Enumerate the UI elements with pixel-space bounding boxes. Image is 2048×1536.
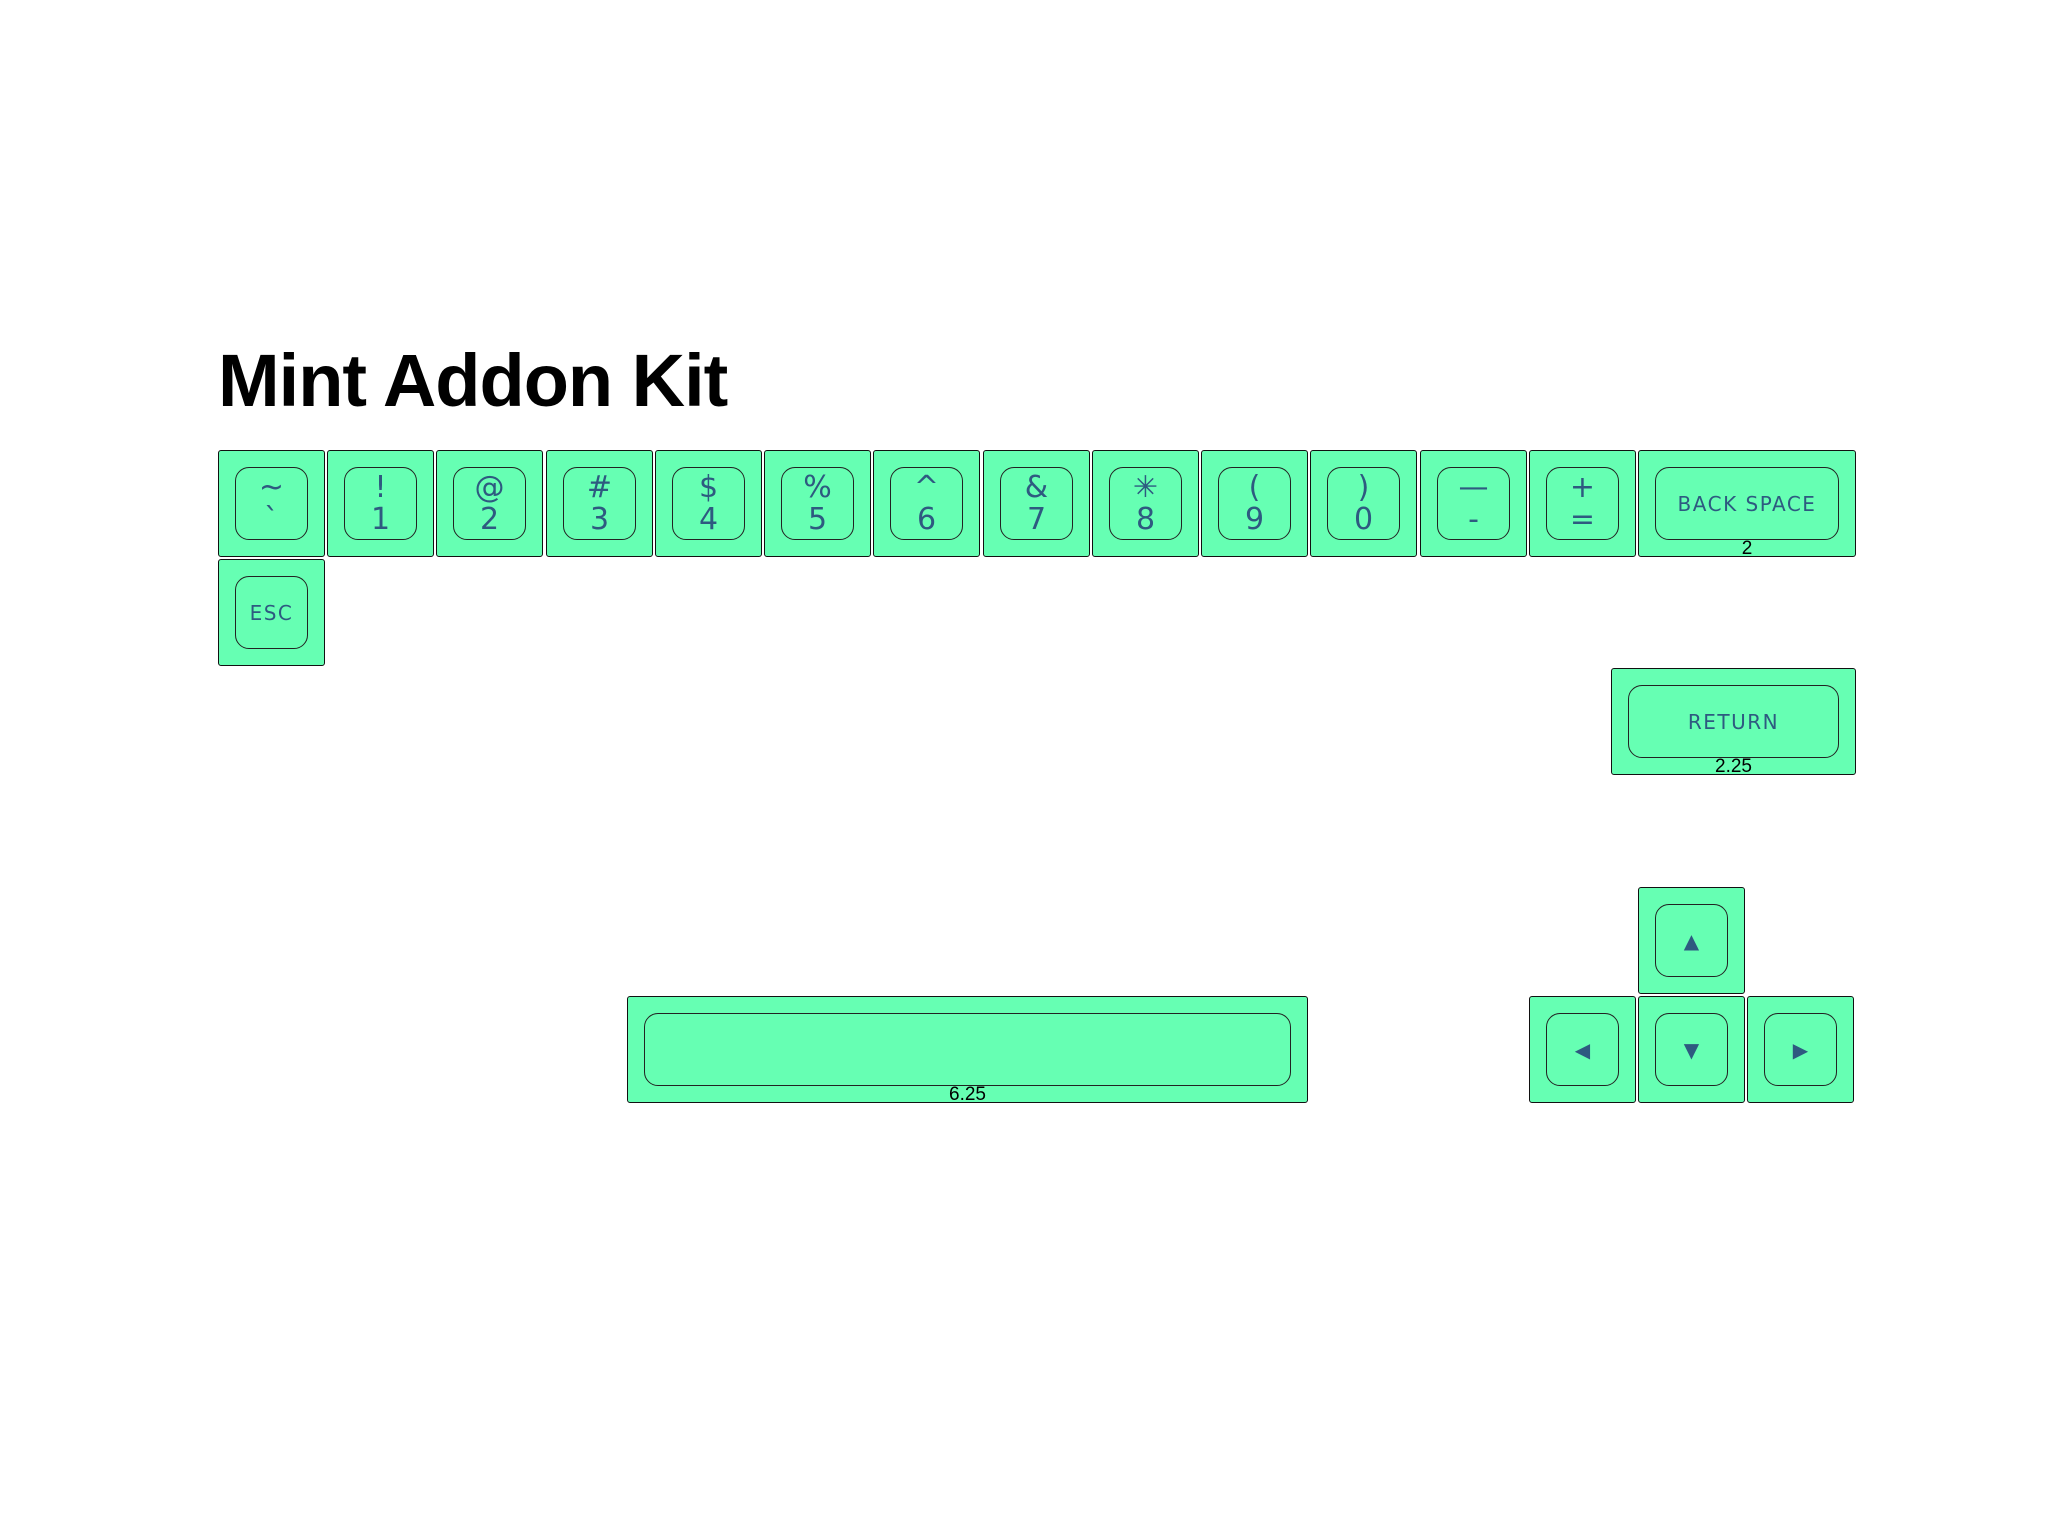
key-size-label: 2.25 [1715,756,1752,777]
keycap-face: ESC [235,576,308,649]
key-legend: ESC [249,600,294,625]
keycap-face: ~ ` [235,467,308,540]
keycap-face: & 7 [1000,467,1073,540]
keycap-face: ▼ [1655,1013,1728,1086]
keycap-face: $ 4 [672,467,745,540]
key-size-label: 2 [1741,538,1753,559]
keycap-face: ◀ [1546,1013,1619,1086]
key-legend-bottom: 7 [1026,501,1047,537]
key-6[interactable]: ^ 6 [873,450,980,557]
key-legend-top: — [1458,469,1489,505]
key-legend-top: $ [698,469,719,505]
arrow-down-icon: ▼ [1683,1037,1700,1062]
key-size-label: 6.25 [949,1084,986,1105]
key-legend: RETURN [1687,709,1780,734]
keycap-face: ▲ [1655,904,1728,977]
keycap-face: — - [1437,467,1510,540]
key-return[interactable]: RETURN 2.25 [1611,668,1856,777]
key-legend-bottom: 2 [479,501,500,537]
key-legend-bottom: 8 [1135,501,1156,537]
key-legend-top: ^ [913,469,940,505]
key-esc[interactable]: ESC [218,559,325,666]
key-minus[interactable]: — - [1420,450,1527,557]
key-legend-top: ) [1357,469,1370,505]
key-5[interactable]: % 5 [764,450,871,557]
key-1[interactable]: ! 1 [327,450,434,557]
key-legend-top: @ [474,469,505,505]
key-legend-bottom: 4 [698,501,719,537]
key-legend-top: ( [1248,469,1261,505]
key-9[interactable]: ( 9 [1201,450,1308,557]
keycap-face: % 5 [781,467,854,540]
key-backspace[interactable]: BACK SPACE 2 [1638,450,1856,559]
key-legend-bottom: 5 [807,501,828,537]
key-arrow-up[interactable]: ▲ [1638,887,1745,994]
key-legend-bottom: 0 [1353,501,1374,537]
key-legend-top: + [1569,469,1596,505]
key-legend-bottom: ` [264,501,279,537]
keycap-face: ✳ 8 [1109,467,1182,540]
keycap-face: BACK SPACE [1655,467,1839,540]
key-legend-top: ! [374,469,387,505]
key-spacebar[interactable]: 6.25 [627,996,1308,1105]
keycap-face: ! 1 [344,467,417,540]
arrow-up-icon: ▲ [1683,928,1700,953]
key-equals[interactable]: + = [1529,450,1636,557]
key-7[interactable]: & 7 [983,450,1090,557]
key-arrow-right[interactable]: ▶ [1747,996,1854,1103]
keycap-face: @ 2 [453,467,526,540]
key-arrow-left[interactable]: ◀ [1529,996,1636,1103]
key-legend: BACK SPACE [1677,491,1817,516]
key-legend-top: ~ [258,469,285,505]
page-title: Mint Addon Kit [218,339,728,422]
key-tilde[interactable]: ~ ` [218,450,325,557]
key-legend-bottom: 6 [916,501,937,537]
key-legend-bottom: - [1468,501,1479,537]
key-legend-top: % [803,469,832,505]
key-3[interactable]: # 3 [546,450,653,557]
keycap-face: ) 0 [1327,467,1400,540]
keycap-face: ▶ [1764,1013,1837,1086]
key-2[interactable]: @ 2 [436,450,543,557]
key-legend-top: # [586,469,613,505]
keycap-face: ( 9 [1218,467,1291,540]
key-legend-bottom: 3 [589,501,610,537]
key-4[interactable]: $ 4 [655,450,762,557]
key-legend-bottom: 9 [1244,501,1265,537]
key-8[interactable]: ✳ 8 [1092,450,1199,557]
key-arrow-down[interactable]: ▼ [1638,996,1745,1103]
key-legend-top: & [1024,469,1049,505]
key-legend-bottom: = [1569,501,1596,537]
keycap-face: + = [1546,467,1619,540]
keycap-face [644,1013,1291,1086]
arrow-right-icon: ▶ [1792,1037,1809,1062]
keycap-face: ^ 6 [890,467,963,540]
keycap-face: # 3 [563,467,636,540]
arrow-left-icon: ◀ [1574,1037,1591,1062]
key-0[interactable]: ) 0 [1310,450,1417,557]
key-legend-top: ✳ [1132,469,1159,505]
keycap-face: RETURN [1628,685,1839,758]
key-legend-bottom: 1 [370,501,391,537]
